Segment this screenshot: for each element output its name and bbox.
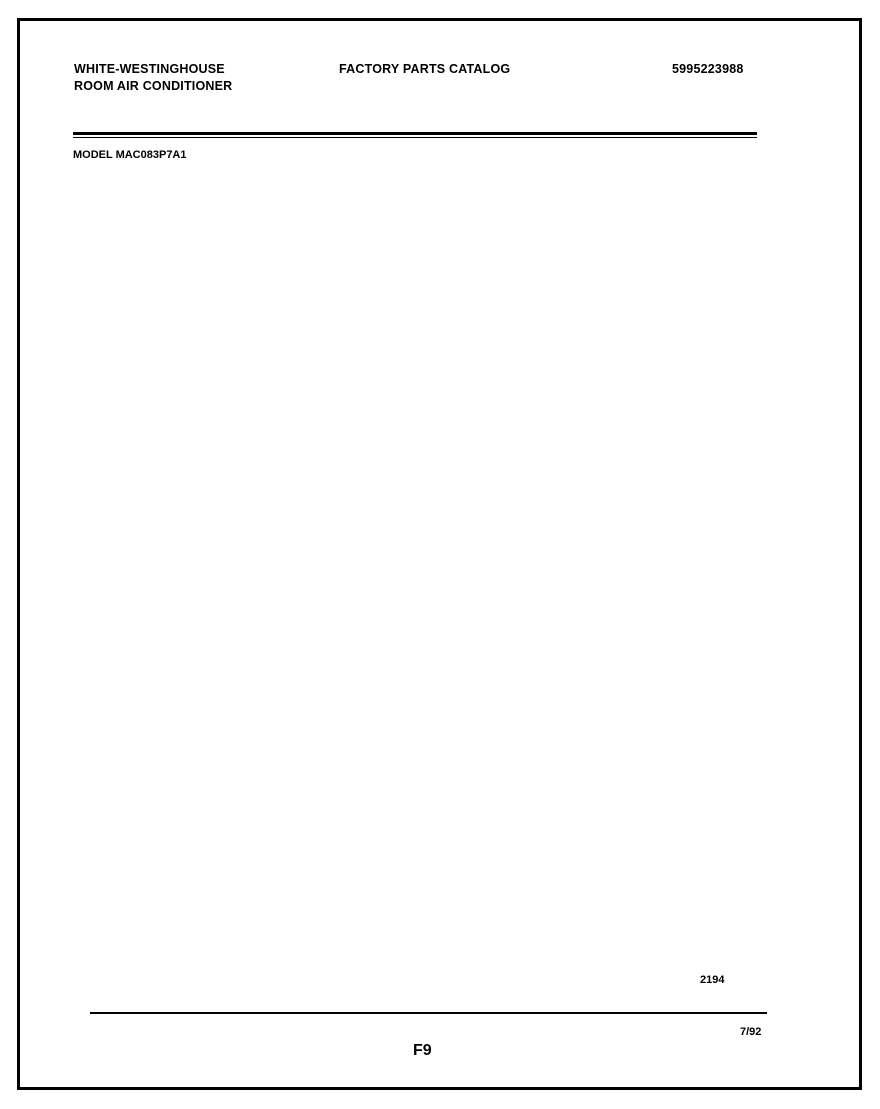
header-rule bbox=[73, 132, 757, 135]
page-number: F9 bbox=[413, 1042, 432, 1059]
brand-line2: ROOM AIR CONDITIONER bbox=[74, 79, 233, 93]
catalog-title: FACTORY PARTS CATALOG bbox=[339, 62, 511, 76]
header-rule-thin bbox=[73, 137, 757, 138]
brand-line1: WHITE-WESTINGHOUSE bbox=[74, 62, 225, 76]
catalog-number: 5995223988 bbox=[672, 62, 744, 76]
model-label: MODEL MAC083P7A1 bbox=[73, 149, 187, 161]
revision-date: 7/92 bbox=[740, 1026, 762, 1038]
footer-rule bbox=[90, 1012, 767, 1014]
page-border bbox=[17, 18, 862, 1090]
figure-number: 2194 bbox=[700, 974, 725, 986]
brand-block: WHITE-WESTINGHOUSE ROOM AIR CONDITIONER bbox=[74, 61, 232, 95]
